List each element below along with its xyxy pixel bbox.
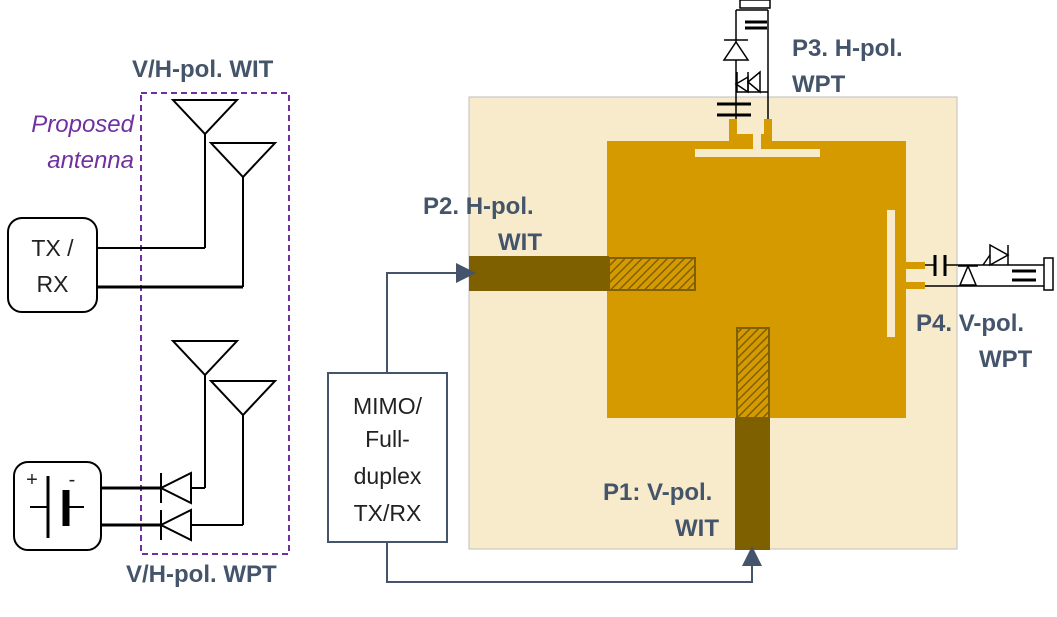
p3-stub-base-right	[761, 134, 772, 141]
arrow-to-p2	[386, 263, 476, 373]
wit-antenna-2	[208, 142, 278, 287]
label-p3-line1: P3. H-pol.	[792, 35, 903, 62]
proposed-antenna-box	[140, 92, 290, 555]
label-vh-pol-wit: V/H-pol. WIT	[132, 56, 274, 83]
label-p1-line2: WIT	[675, 515, 719, 542]
txrx-label-line1: TX /	[31, 235, 74, 261]
rectifier-diode-2-icon	[158, 508, 192, 542]
label-antenna: antenna	[47, 147, 134, 174]
label-proposed: Proposed	[31, 111, 134, 138]
p3-stub-base-left	[729, 134, 753, 141]
battery-icon	[30, 476, 84, 538]
p3-capacitor-icon	[717, 102, 751, 117]
p1-feed-line	[735, 418, 770, 550]
p4-rectifier-circuit	[925, 243, 1054, 291]
label-p3-line2: WPT	[792, 71, 846, 98]
p3-stub-right	[764, 119, 772, 141]
p3-stub-left	[729, 119, 737, 141]
p2-coupling-hatch	[608, 257, 696, 291]
p3-slot	[695, 149, 820, 157]
wpt-antenna-1	[170, 340, 240, 488]
p4-stub-top	[895, 262, 925, 269]
label-p2-line2: WIT	[498, 229, 542, 256]
txrx-label-line2: RX	[36, 271, 69, 297]
battery-plus-label: +	[26, 469, 38, 491]
p1-coupling-hatch	[736, 327, 770, 419]
battery-box	[13, 461, 102, 551]
mimo-label-line2: Full-	[365, 426, 410, 452]
wit-antenna-1	[170, 99, 240, 248]
wpt-antenna-2	[208, 380, 278, 525]
mimo-label-line1: MIMO/	[353, 393, 422, 419]
arrow-to-p1	[386, 542, 762, 583]
label-p4-line1: P4. V-pol.	[916, 310, 1025, 337]
mimo-label-line4: TX/RX	[353, 500, 422, 526]
mimo-label-line3: duplex	[353, 463, 422, 489]
p4-slot	[887, 210, 895, 337]
label-p1-line1: P1: V-pol.	[603, 479, 713, 506]
txrx-box	[7, 217, 98, 313]
p2-feed-line	[469, 256, 609, 291]
battery-minus-label: -	[68, 469, 76, 491]
p3-slot-center	[753, 134, 761, 152]
p4-stub-bottom	[895, 282, 925, 289]
label-vh-pol-wpt: V/H-pol. WPT	[126, 561, 277, 588]
p3-rectifier-circuit	[722, 0, 771, 119]
label-p4-line2: WPT	[979, 346, 1033, 373]
rectifier-diode-1-icon	[158, 471, 192, 505]
label-p2-line1: P2. H-pol.	[423, 193, 534, 220]
